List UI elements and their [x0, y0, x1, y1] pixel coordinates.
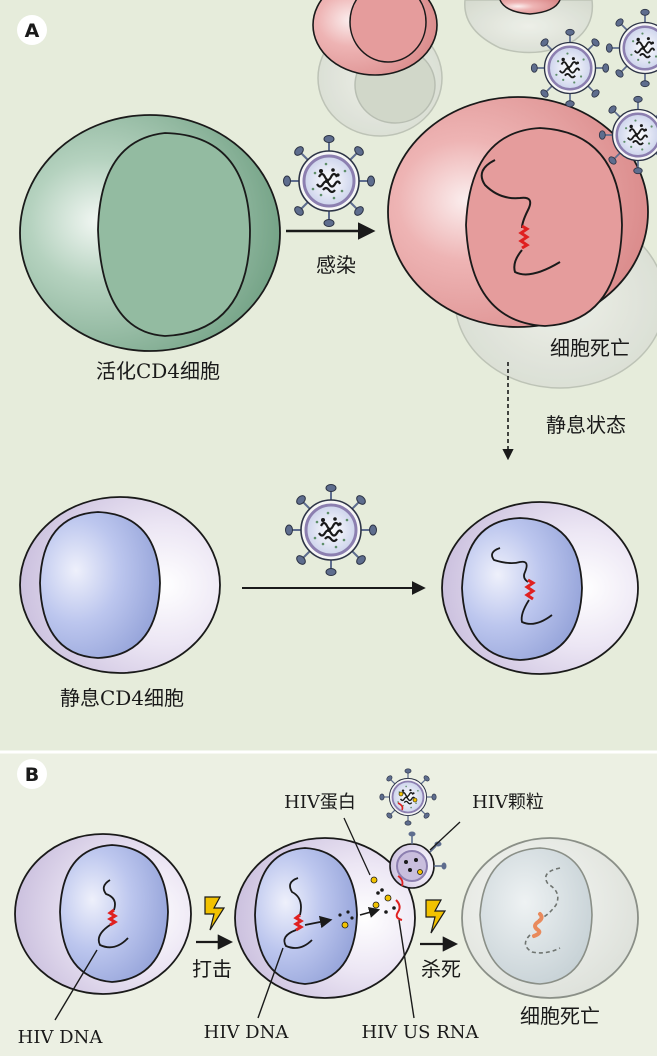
- reactivated-integrated-dna: [293, 913, 304, 932]
- hiv-us-rna: [395, 899, 403, 921]
- shock-lightning-icon: [204, 896, 226, 931]
- hiv-virion-infecting: [282, 134, 376, 228]
- latent-cell-b: [14, 833, 192, 995]
- panel-b-letter: B: [25, 764, 39, 786]
- host-dna: [480, 159, 532, 229]
- resting-state-label: 静息状态: [546, 413, 626, 437]
- latent-host-dna-tail: [520, 599, 553, 625]
- b-integrated-hiv-dna: [107, 908, 118, 927]
- hiv-virion-resting-infection: [284, 483, 378, 577]
- hiv-rna-transcripts: [338, 910, 354, 929]
- hiv-dna-pointer-middle: [257, 947, 284, 1019]
- hiv-us-rna-pointer: [398, 919, 415, 1019]
- resting-cd4-cell: [19, 496, 221, 674]
- kill-label: 杀死: [421, 957, 461, 981]
- hiv-us-rna-label: HIV US RNA: [361, 1022, 479, 1043]
- degraded-dna: [524, 867, 561, 954]
- hiv-dna-pointer-left: [54, 949, 98, 1021]
- latently-infected-cell: [441, 501, 639, 675]
- hiv-protein-pointer: [343, 817, 371, 876]
- infected-cd4-cell: [387, 96, 649, 328]
- export-arrow: [359, 907, 381, 918]
- infected-cell-top-right: [499, 0, 561, 15]
- kill-lightning-icon: [425, 899, 447, 934]
- reactivated-cell: [234, 837, 416, 999]
- shock-label: 打击: [192, 957, 232, 981]
- degraded-hiv-dna: [532, 912, 544, 938]
- cell-death-label-b: 细胞死亡: [520, 1004, 600, 1028]
- latent-host-dna: [491, 547, 529, 583]
- budding-virion: [389, 831, 447, 889]
- transcription-arrow: [304, 915, 333, 929]
- integrated-hiv-dna: [518, 224, 530, 250]
- panel-a-letter: A: [25, 20, 40, 42]
- b-host-dna-tail: [97, 924, 129, 949]
- resting-cd4-cell-label: 静息CD4细胞: [60, 686, 184, 710]
- released-virion-cargo: [397, 791, 418, 811]
- activated-cd4-cell: [19, 114, 281, 352]
- hiv-virion-budding-1: [530, 28, 610, 108]
- activated-cd4-cell-label: 活化CD4细胞: [96, 359, 220, 383]
- panel-a-badge: [17, 15, 47, 45]
- hiv-protein-granules: [370, 876, 396, 914]
- panel-b-badge: [17, 759, 47, 789]
- infection-label: 感染: [316, 253, 356, 277]
- dying-cell: [461, 837, 639, 999]
- hiv-protein-label: HIV蛋白: [284, 792, 356, 813]
- b-host-dna: [102, 879, 116, 911]
- infected-cell-top: [312, 0, 438, 76]
- latent-integrated-hiv-dna: [524, 578, 536, 601]
- reactivated-host-dna-tail: [283, 929, 313, 949]
- host-dna-tail: [513, 249, 561, 276]
- cell-death-label-a: 细胞死亡: [550, 336, 630, 360]
- hiv-particle-label: HIV颗粒: [472, 792, 544, 813]
- hiv-particle-released: [378, 767, 438, 827]
- reactivated-host-dna: [289, 877, 302, 916]
- hiv-dna-label-left: HIV DNA: [18, 1027, 104, 1048]
- hiv-dna-label-middle: HIV DNA: [204, 1022, 290, 1043]
- hiv-particle-pointer: [429, 821, 461, 851]
